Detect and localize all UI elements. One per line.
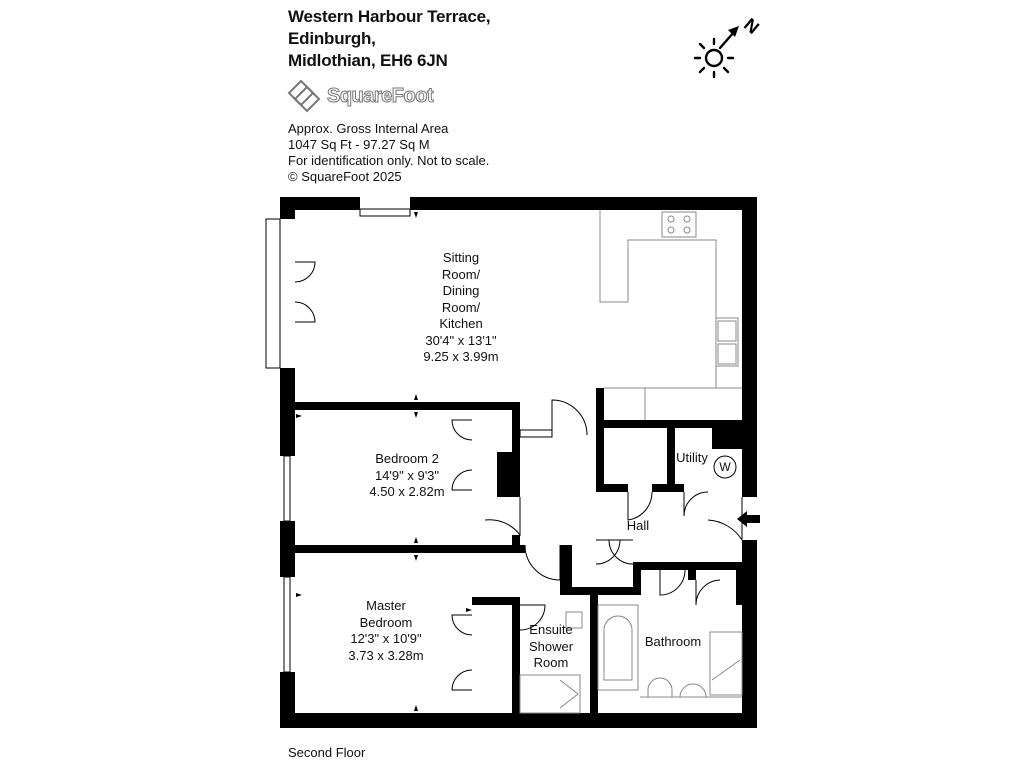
door-swings bbox=[294, 261, 743, 691]
sitting-line-2: Room/ bbox=[441, 266, 481, 282]
area-title: Approx. Gross Internal Area bbox=[288, 121, 449, 136]
ensuite-line-1: Ensuite bbox=[529, 622, 573, 637]
bathroom-name: Bathroom bbox=[644, 634, 702, 649]
hall-name: Hall bbox=[626, 518, 650, 533]
master-metric: 3.73 x 3.28m bbox=[348, 647, 424, 663]
dimension-markers bbox=[296, 212, 472, 711]
address-line-1: Western Harbour Terrace, bbox=[288, 7, 491, 26]
area-values: 1047 Sq Ft - 97.27 Sq M bbox=[288, 137, 430, 152]
area-info: Approx. Gross Internal Area 1047 Sq Ft -… bbox=[288, 121, 489, 185]
address-line-3: Midlothian, EH6 6JN bbox=[288, 51, 448, 70]
floor-plan bbox=[265, 197, 760, 728]
sitting-metric: 9.25 x 3.99m bbox=[423, 349, 499, 364]
entrance-arrow-icon bbox=[737, 511, 760, 527]
disclaimer: For identification only. Not to scale. bbox=[288, 153, 490, 168]
bedroom2-name: Bedroom 2 bbox=[375, 451, 439, 466]
bedroom2-metric: 4.50 x 2.82m bbox=[369, 484, 445, 499]
room-label-hall: Hall bbox=[627, 518, 649, 535]
windows bbox=[265, 208, 553, 673]
copyright: © SquareFoot 2025 bbox=[288, 169, 402, 184]
ensuite-line-3: Room bbox=[533, 655, 569, 670]
floor-label: Second Floor bbox=[288, 745, 366, 760]
sitting-line-3: Dining bbox=[442, 283, 480, 298]
squarefoot-logo: SquareFoot bbox=[287, 79, 437, 113]
sitting-line-4: Room/ bbox=[441, 299, 481, 315]
room-label-utility: Utility bbox=[676, 450, 708, 467]
utility-name: Utility bbox=[676, 450, 708, 465]
address-line-2: Edinburgh, bbox=[288, 29, 376, 48]
kitchen-units bbox=[599, 210, 742, 420]
washer-letter: W bbox=[719, 460, 731, 474]
sitting-imperial: 30'4" x 13'1" bbox=[425, 332, 497, 348]
washing-machine-icon bbox=[713, 455, 737, 479]
logo-text: SquareFoot bbox=[326, 85, 434, 108]
bathroom-fixtures bbox=[519, 604, 743, 714]
master-imperial: 12'3" x 10'9" bbox=[350, 631, 422, 646]
compass-north-icon: N bbox=[693, 14, 760, 79]
room-label-ensuite: Ensuite Shower Room bbox=[529, 622, 573, 672]
master-line-2: Bedroom bbox=[359, 614, 413, 630]
compass-letter: N bbox=[740, 14, 760, 38]
logo-mark-icon bbox=[287, 79, 321, 113]
ensuite-line-2: Shower bbox=[528, 638, 574, 654]
outer-walls bbox=[280, 197, 757, 728]
sitting-line-1: Sitting bbox=[442, 250, 480, 265]
master-line-1: Master bbox=[366, 598, 406, 613]
room-label-bedroom2: Bedroom 2 14'9" x 9'3" 4.50 x 2.82m bbox=[369, 451, 444, 501]
sitting-line-5: Kitchen bbox=[439, 316, 483, 331]
room-label-sitting: Sitting Room/ Dining Room/ Kitchen 30'4"… bbox=[423, 250, 498, 366]
property-address: Western Harbour Terrace, Edinburgh, Midl… bbox=[288, 6, 491, 72]
room-label-bathroom: Bathroom bbox=[645, 634, 701, 651]
room-label-master: Master Bedroom 12'3" x 10'9" 3.73 x 3.28… bbox=[348, 598, 423, 664]
bedroom2-imperial: 14'9" x 9'3" bbox=[374, 467, 440, 483]
washer-symbol: W bbox=[719, 459, 730, 476]
